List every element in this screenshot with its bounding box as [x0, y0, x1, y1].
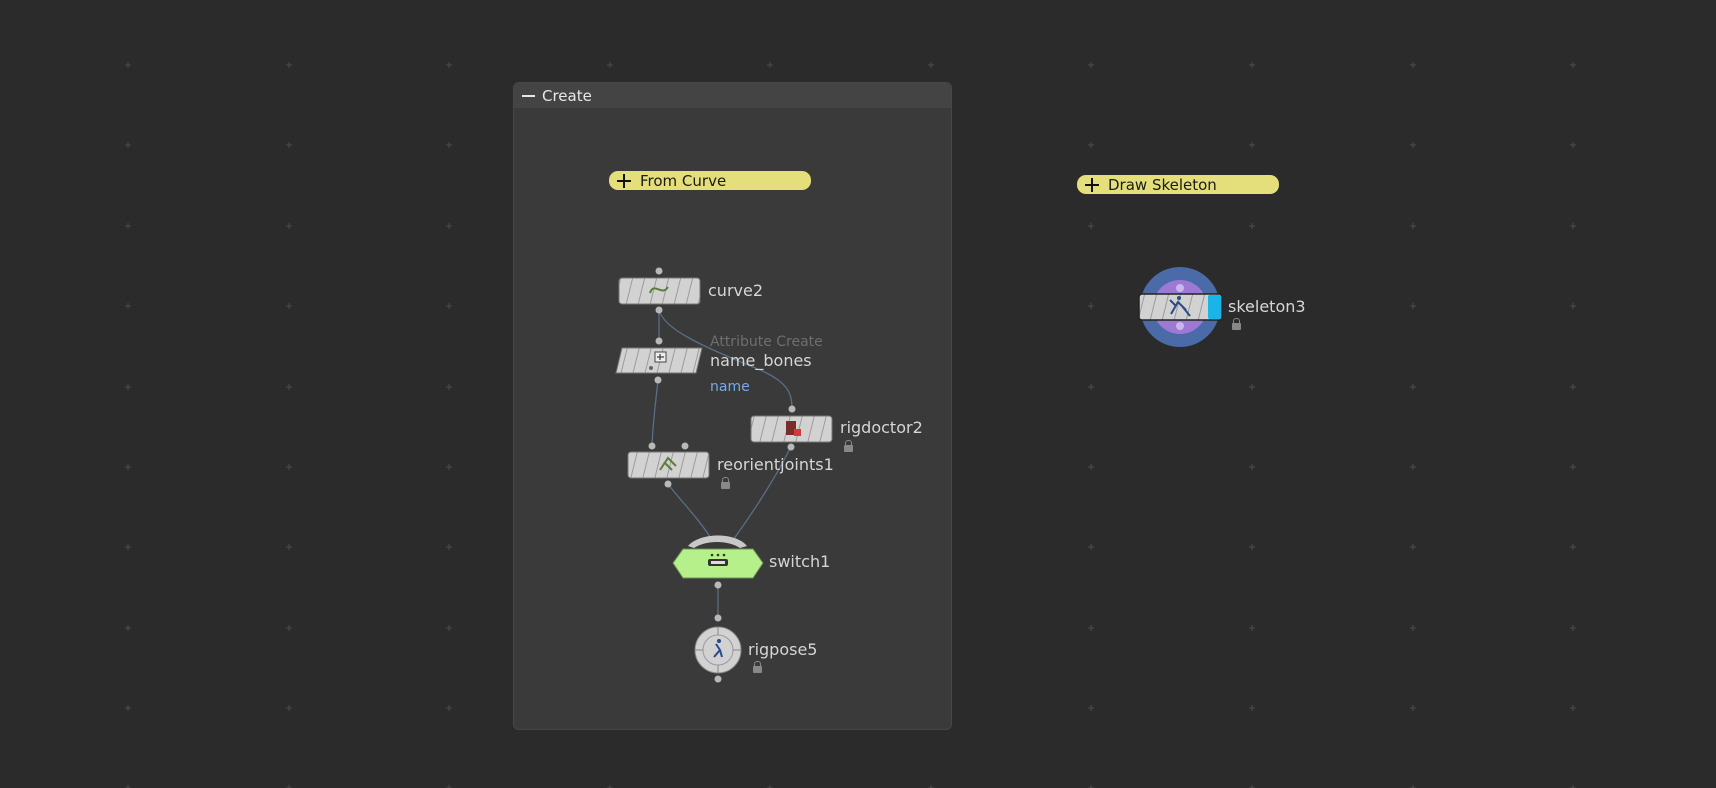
grid-marker — [125, 384, 131, 390]
grid-marker — [446, 223, 452, 229]
grid-marker — [1570, 705, 1576, 711]
grid-marker — [446, 142, 452, 148]
grid-marker — [446, 544, 452, 550]
grid-marker — [125, 223, 131, 229]
grid-marker — [446, 384, 452, 390]
grid-marker — [1410, 625, 1416, 631]
sticky-note-from-curve[interactable]: From Curve — [609, 171, 811, 190]
node-label-rigpose5: rigpose5 — [748, 640, 818, 659]
grid-marker — [607, 785, 613, 788]
grid-marker — [1088, 223, 1094, 229]
grid-marker — [1410, 384, 1416, 390]
sticky-note-label: Draw Skeleton — [1108, 175, 1217, 194]
grid-marker — [1410, 62, 1416, 68]
grid-marker — [767, 785, 773, 788]
grid-marker — [446, 464, 452, 470]
grid-marker — [286, 705, 292, 711]
grid-marker — [286, 464, 292, 470]
grid-marker — [1410, 142, 1416, 148]
node-label-skeleton3: skeleton3 — [1228, 297, 1306, 316]
grid-marker — [928, 785, 934, 788]
grid-marker — [1249, 223, 1255, 229]
node-label-name-bones: name_bones — [710, 351, 812, 370]
grid-marker — [1249, 384, 1255, 390]
grid-marker — [286, 785, 292, 788]
network-box-header[interactable]: Create — [514, 83, 951, 108]
network-box-title: Create — [542, 86, 592, 105]
grid-marker — [446, 705, 452, 711]
grid-marker — [1249, 62, 1255, 68]
grid-marker — [1570, 62, 1576, 68]
grid-marker — [125, 62, 131, 68]
grid-marker — [1410, 223, 1416, 229]
grid-marker — [125, 303, 131, 309]
grid-marker — [1570, 303, 1576, 309]
grid-marker — [286, 384, 292, 390]
grid-marker — [446, 785, 452, 788]
lock-icon — [1232, 318, 1241, 330]
grid-marker — [1570, 223, 1576, 229]
lock-icon — [721, 477, 730, 489]
grid-marker — [125, 705, 131, 711]
grid-marker — [1088, 785, 1094, 788]
grid-marker — [1410, 705, 1416, 711]
grid-marker — [125, 625, 131, 631]
grid-marker — [286, 223, 292, 229]
grid-marker — [1410, 464, 1416, 470]
node-label-curve2: curve2 — [708, 281, 764, 300]
grid-marker — [1088, 303, 1094, 309]
grid-marker — [1088, 544, 1094, 550]
grid-marker — [1410, 303, 1416, 309]
grid-marker — [1088, 625, 1094, 631]
grid-marker — [1410, 544, 1416, 550]
grid-marker — [928, 62, 934, 68]
grid-marker — [1249, 785, 1255, 788]
grid-marker — [125, 464, 131, 470]
grid-marker — [286, 62, 292, 68]
node-flag-name: name — [710, 379, 750, 395]
sticky-note-label: From Curve — [640, 171, 727, 190]
grid-marker — [286, 625, 292, 631]
grid-marker — [125, 544, 131, 550]
grid-marker — [1088, 464, 1094, 470]
plus-icon[interactable] — [1085, 177, 1099, 192]
grid-marker — [1249, 544, 1255, 550]
grid-marker — [1249, 303, 1255, 309]
grid-marker — [767, 62, 773, 68]
grid-marker — [286, 544, 292, 550]
grid-marker — [1088, 384, 1094, 390]
node-label-switch1: switch1 — [769, 552, 831, 571]
grid-marker — [1570, 384, 1576, 390]
lock-icon — [753, 661, 762, 673]
grid-marker — [125, 785, 131, 788]
grid-marker — [1088, 705, 1094, 711]
grid-marker — [1249, 705, 1255, 711]
grid-marker — [607, 62, 613, 68]
grid-marker — [1570, 625, 1576, 631]
lock-icon — [844, 440, 853, 452]
grid-marker — [1570, 785, 1576, 788]
grid-marker — [1570, 544, 1576, 550]
grid-marker — [1410, 785, 1416, 788]
grid-marker — [446, 625, 452, 631]
node-type-label-name-bones: Attribute Create — [710, 334, 823, 350]
grid-marker — [286, 142, 292, 148]
plus-icon[interactable] — [617, 173, 631, 188]
collapse-icon[interactable] — [522, 91, 536, 101]
grid-marker — [286, 303, 292, 309]
node-label-reorientjoints1: reorientjoints1 — [717, 455, 834, 474]
grid-marker — [446, 303, 452, 309]
grid-marker — [1088, 142, 1094, 148]
sticky-note-draw-skeleton[interactable]: Draw Skeleton — [1077, 175, 1279, 194]
grid-marker — [1249, 625, 1255, 631]
node-label-rigdoctor2: rigdoctor2 — [840, 418, 923, 437]
grid-marker — [1570, 464, 1576, 470]
grid-marker — [1249, 464, 1255, 470]
grid-marker — [1570, 142, 1576, 148]
grid-marker — [1249, 142, 1255, 148]
grid-marker — [125, 142, 131, 148]
grid-marker — [446, 62, 452, 68]
grid-marker — [1088, 62, 1094, 68]
